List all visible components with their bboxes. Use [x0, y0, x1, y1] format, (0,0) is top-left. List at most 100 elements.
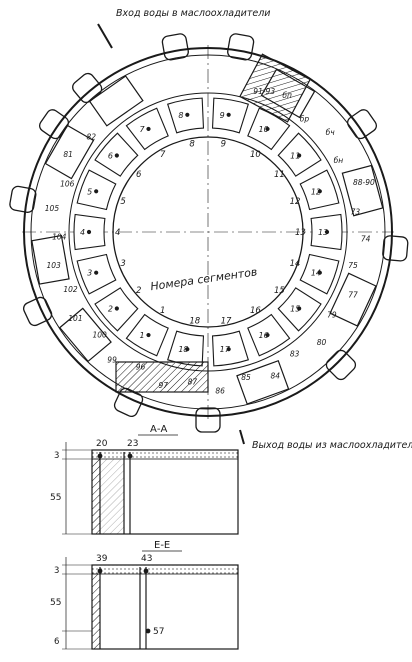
- outlet-pipe: [239, 429, 245, 445]
- segment-number-label: 13: [295, 228, 306, 238]
- water-pipe-loop: [38, 109, 70, 140]
- section-aa-dim-top: 3: [54, 451, 59, 461]
- measurement-point-label: 99: [107, 356, 117, 365]
- measurement-point-label: 73: [351, 207, 361, 216]
- section-ee-top-band: [91, 564, 239, 575]
- plan-view: [9, 33, 409, 433]
- section-ee-dim-bottom: 6: [54, 637, 59, 647]
- thermocouple-point: [297, 153, 302, 158]
- segment-number-label: 4: [115, 228, 120, 238]
- measurement-point-label: 91-93: [253, 87, 275, 96]
- segment-point-label: 18: [178, 345, 188, 354]
- segment-point-label: 9: [220, 111, 225, 120]
- measurement-point-label: бч: [326, 128, 336, 137]
- measurement-point-label: 96: [136, 363, 146, 372]
- water-pipe-loop: [346, 109, 378, 140]
- segment-number-label: 10: [250, 150, 261, 160]
- measurement-point-label: бр: [300, 114, 310, 123]
- water-pipe-loop: [195, 407, 221, 433]
- segment-number-label: 16: [250, 306, 261, 316]
- oil-cooler-block: [341, 164, 384, 217]
- section-aa: А-А 20 23 3 55: [50, 424, 239, 535]
- oil-cooler-block: [31, 234, 70, 285]
- thermocouple-point: [146, 126, 151, 132]
- oil-cooler-block: [236, 359, 290, 405]
- section-aa-label-a: 20: [96, 439, 108, 449]
- oil-cooler-block: [58, 307, 112, 363]
- water-pipe-loop: [9, 185, 37, 213]
- oil-cooler-block: [329, 272, 377, 327]
- measurement-point-label: 103: [47, 261, 62, 270]
- segment-number-label: 1: [160, 306, 165, 316]
- segment-point-label: 17: [220, 345, 231, 354]
- thermocouple-point: [185, 112, 190, 117]
- segment-point-label: 2: [108, 304, 113, 313]
- segment-number-label: 9: [221, 139, 226, 149]
- thermocouple-point: [114, 153, 119, 158]
- measurement-point-label: 75: [348, 261, 358, 270]
- section-ee-point-b: [143, 568, 149, 574]
- section-ee-dim-height: 55: [50, 598, 61, 608]
- thermocouple-point: [185, 347, 190, 352]
- section-ee-point-c: [145, 628, 151, 634]
- segment-number-label: 8: [189, 139, 195, 149]
- thermocouple-point: [317, 189, 322, 194]
- segment-number-label: 11: [274, 170, 285, 180]
- water-outlet-label: Выход воды из маслоохладителей: [252, 440, 412, 451]
- water-pipe-loop: [22, 296, 53, 327]
- segment-point-label: 11: [290, 152, 300, 161]
- thermocouple-point: [265, 126, 270, 132]
- section-ee-body: [91, 564, 239, 650]
- thermocouple-point: [146, 332, 151, 338]
- terminal-box-top: [239, 53, 311, 123]
- oil-cooler-block: [44, 124, 95, 180]
- measurement-point-label: 104: [52, 233, 67, 242]
- segment-number-label: 15: [274, 286, 285, 296]
- measurement-point-label: 106: [60, 179, 75, 188]
- segment-number-label: 5: [120, 197, 125, 207]
- terminal-box-bottom: [115, 361, 209, 393]
- measurement-point-label: 85: [241, 373, 251, 382]
- measurement-point-label: 74: [361, 235, 371, 244]
- segment-point-label: 16: [259, 331, 269, 340]
- section-ee-label-a: 39: [96, 554, 108, 564]
- measurement-point-label: 100: [92, 330, 107, 339]
- measurement-point-label: 88-90: [353, 178, 375, 187]
- segment-point-label: 4: [80, 228, 85, 237]
- section-aa-dim-height: 55: [50, 493, 61, 503]
- water-pipe-loop: [72, 72, 103, 104]
- segment-numbers-label: Номера сегментов: [150, 265, 259, 293]
- measurement-point-label: 87: [188, 377, 198, 386]
- section-ee-point-a: [97, 568, 103, 574]
- segment-point-label: 6: [108, 152, 113, 161]
- segment-number-label: 2: [136, 286, 141, 296]
- measurement-point-label: 83: [290, 350, 300, 359]
- water-pipe-loop: [325, 349, 357, 381]
- segment-number-label: 3: [120, 259, 125, 269]
- segment-point-label: 3: [87, 269, 92, 278]
- thermocouple-point: [297, 306, 302, 311]
- thermocouple-point: [317, 270, 322, 275]
- measurement-point-label: 97: [159, 381, 169, 390]
- segment-point-label: 15: [290, 304, 300, 313]
- segment-point-label: 1: [140, 331, 145, 340]
- water-pipe-loop: [161, 33, 189, 61]
- measurement-point-label: 84: [270, 371, 280, 380]
- section-aa-left-hatch: [91, 458, 101, 535]
- thermocouple-point: [114, 306, 119, 311]
- measurement-point-label: 101: [68, 314, 82, 323]
- section-ee-dim-top: 3: [54, 566, 59, 576]
- water-inlet-label: Вход воды в маслоохладители: [116, 8, 270, 19]
- section-aa-label-b: 23: [127, 439, 138, 449]
- measurement-point-label: 77: [348, 290, 358, 299]
- segment-point-label: 10: [259, 125, 269, 134]
- segment-group: [73, 97, 343, 367]
- measurement-point-label: 105: [45, 204, 60, 213]
- oil-cooler-block: [88, 75, 144, 127]
- thermocouple-point: [94, 270, 99, 275]
- section-ee: Е-Е 39 43 57 3 55 6: [50, 540, 239, 650]
- thermocouple-point: [226, 347, 231, 352]
